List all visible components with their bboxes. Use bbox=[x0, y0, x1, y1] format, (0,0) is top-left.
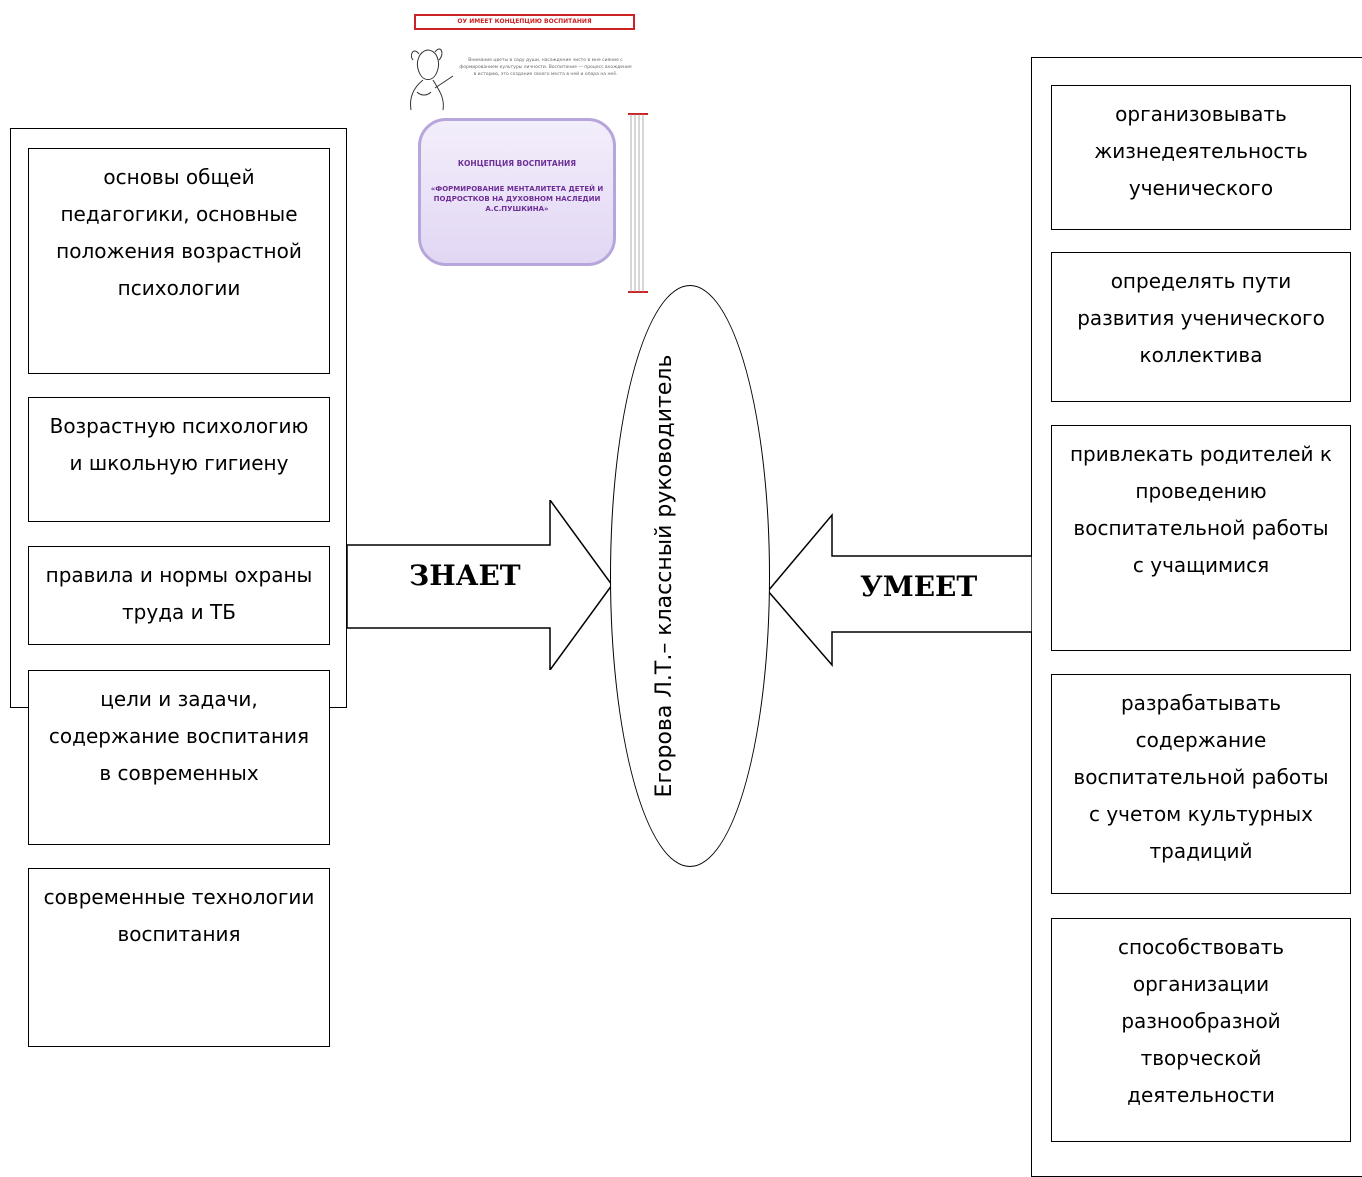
center-ellipse bbox=[610, 285, 770, 867]
knows-item-1: основы общей педагогики, основные положе… bbox=[28, 148, 330, 374]
knows-label: ЗНАЕТ bbox=[409, 559, 521, 592]
concept-card: КОНЦЕПЦИЯ ВОСПИТАНИЯ «ФОРМИРОВАНИЕ МЕНТА… bbox=[418, 118, 616, 266]
knows-item-3: правила и нормы охраны труда и ТБ bbox=[28, 546, 330, 645]
thumbnail-caption: Внимание цветы в саду души, насаждение ч… bbox=[459, 58, 632, 77]
knows-item-2: Возрастную психологию и школьную гигиену bbox=[28, 397, 330, 522]
knows-item-5: современные технологии воспитания bbox=[28, 868, 330, 1047]
can-item-2: определять пути развития ученического ко… bbox=[1051, 252, 1351, 402]
center-text: Егорова Л.Т.– классный руководитель bbox=[652, 354, 677, 798]
knows-arrow bbox=[347, 500, 613, 670]
pushkin-portrait-icon bbox=[410, 48, 454, 111]
concept-title: КОНЦЕПЦИЯ ВОСПИТАНИЯ bbox=[457, 159, 577, 168]
can-item-3: привлекать родителей к проведению воспит… bbox=[1051, 425, 1351, 651]
can-item-5: способствовать организации разнообразной… bbox=[1051, 918, 1351, 1142]
can-label: УМЕЕТ bbox=[860, 570, 978, 603]
can-item-4: разрабатывать содержание воспитательной … bbox=[1051, 674, 1351, 894]
can-arrow bbox=[767, 512, 1032, 668]
scroll-strip bbox=[628, 113, 648, 293]
concept-subtitle: «ФОРМИРОВАНИЕ МЕНТАЛИТЕТА ДЕТЕЙ И ПОДРОС… bbox=[430, 185, 604, 213]
knows-item-4: цели и задачи, содержание воспитания в с… bbox=[28, 670, 330, 845]
can-item-1: организовывать жизнедеятельность учениче… bbox=[1051, 85, 1351, 230]
thumbnail-title: ОУ ИМЕЕТ КОНЦЕПЦИЮ ВОСПИТАНИЯ bbox=[414, 14, 635, 30]
